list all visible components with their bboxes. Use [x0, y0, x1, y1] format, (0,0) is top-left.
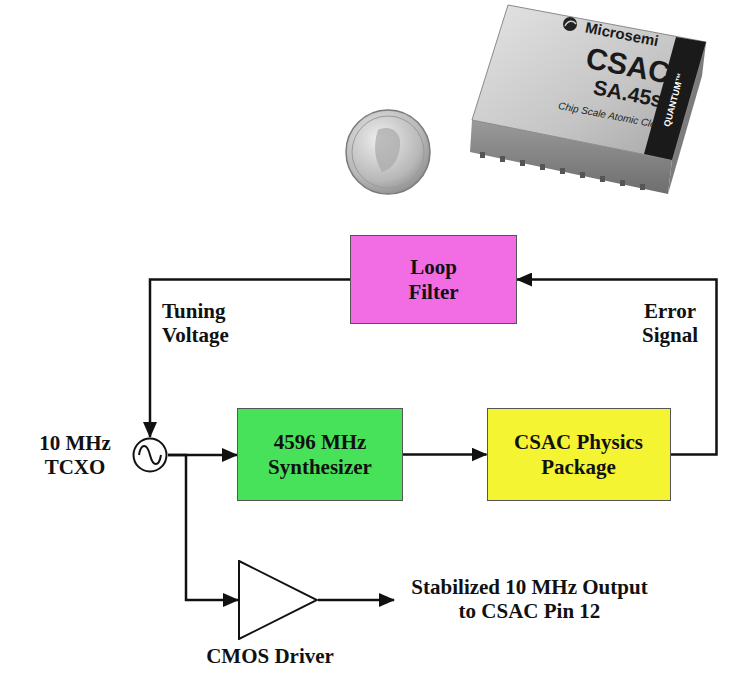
synthesizer-box: 4596 MHz Synthesizer [237, 408, 403, 501]
oscillator-symbol: 10 MHz TCXO [132, 437, 168, 473]
driver-outline [239, 561, 317, 639]
oscillator-outline [134, 439, 167, 472]
output-arrow [318, 599, 394, 602]
box-label: Loop Filter [394, 255, 474, 303]
coin-picture [346, 110, 430, 194]
sine-wave [139, 446, 161, 464]
signal-label: Tuning Voltage [160, 298, 254, 348]
signal-connector [403, 453, 487, 456]
box-label: 4596 MHz Synthesizer [250, 430, 390, 478]
signal-label: Error Signal [628, 298, 712, 348]
filter-box: Loop Filter [350, 235, 517, 324]
symbol-label: 10 MHz TCXO [30, 431, 120, 479]
symbol-label: CMOS Driver [195, 644, 345, 668]
oscillator-circle [132, 437, 168, 473]
driver-triangle [238, 560, 318, 640]
chip-picture [470, 5, 706, 194]
box-label: CSAC Physics Package [499, 430, 659, 478]
physics-box: CSAC Physics Package [487, 408, 671, 501]
signal-connector [168, 455, 238, 600]
driver-symbol: CMOS Driver [238, 560, 318, 640]
output-label: Stabilized 10 MHz Output to CSAC Pin 12 [402, 575, 657, 623]
